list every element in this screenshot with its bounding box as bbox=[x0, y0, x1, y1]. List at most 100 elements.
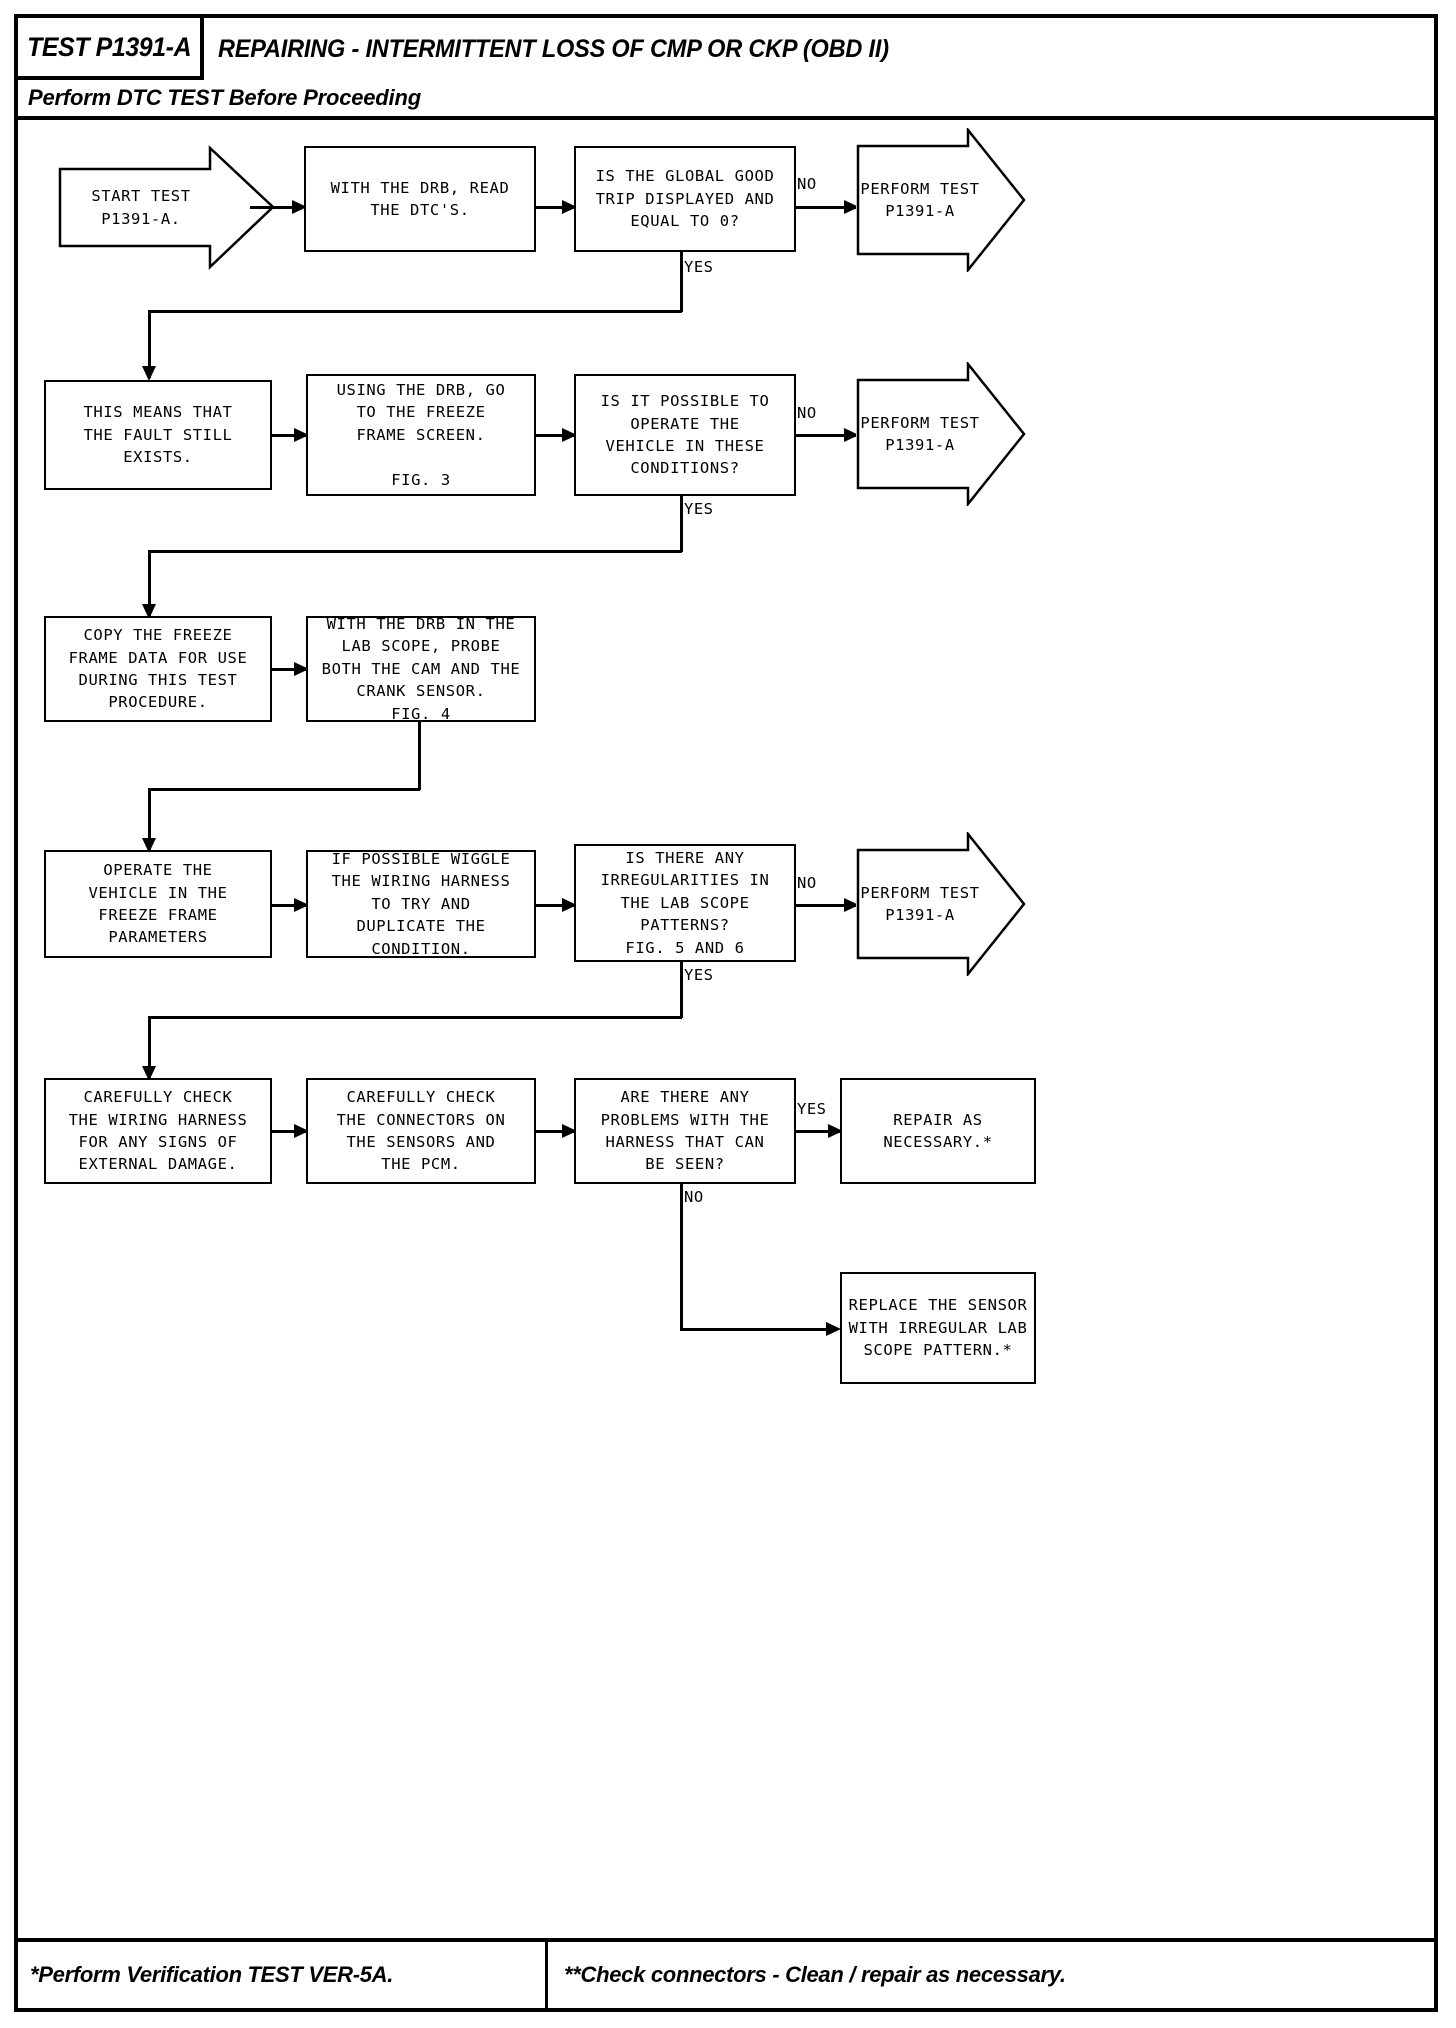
node-perform-test-2-label: PERFORM TEST P1391-A bbox=[860, 413, 980, 454]
header: TEST P1391-A REPAIRING - INTERMITTENT LO… bbox=[18, 18, 1434, 84]
footer-right-note: **Check connectors - Clean / repair as n… bbox=[564, 1962, 1066, 1987]
node-perform-test-3[interactable]: PERFORM TEST P1391-A bbox=[856, 832, 1026, 976]
node-fault-still-exists-label: THIS MEANS THAT THE FAULT STILL EXISTS. bbox=[83, 403, 233, 467]
connector-freeze-to-q2 bbox=[536, 434, 574, 437]
node-question-irregularities-label: IS THERE ANY IRREGULARITIES IN THE LAB S… bbox=[600, 848, 770, 957]
node-perform-test-1[interactable]: PERFORM TEST P1391-A bbox=[856, 128, 1026, 272]
connector-q4-no-v bbox=[680, 1184, 683, 1330]
node-question-irregularities[interactable]: IS THERE ANY IRREGULARITIES IN THE LAB S… bbox=[574, 844, 796, 962]
arrowhead-q4-no bbox=[826, 1322, 841, 1336]
connector-harness-to-connectors bbox=[272, 1130, 306, 1133]
node-probe-sensors-label: WITH THE DRB IN THE LAB SCOPE, PROBE BOT… bbox=[321, 614, 521, 723]
node-replace-sensor[interactable]: REPLACE THE SENSOR WITH IRREGULAR LAB SC… bbox=[840, 1272, 1036, 1384]
arrowhead-q4-yes bbox=[828, 1124, 843, 1138]
subheader: Perform DTC TEST Before Proceeding bbox=[18, 80, 1434, 120]
node-question-harness-problems[interactable]: ARE THERE ANY PROBLEMS WITH THE HARNESS … bbox=[574, 1078, 796, 1184]
edge-label-yes-1: YES bbox=[684, 258, 714, 276]
node-perform-test-2[interactable]: PERFORM TEST P1391-A bbox=[856, 362, 1026, 506]
arrowhead-q3-yes bbox=[142, 1066, 156, 1081]
edge-label-no-2: NO bbox=[797, 404, 817, 422]
node-perform-test-1-label: PERFORM TEST P1391-A bbox=[860, 179, 980, 220]
connector-read-to-q1 bbox=[536, 206, 574, 209]
node-perform-test-3-label: PERFORM TEST P1391-A bbox=[860, 883, 980, 924]
connector-operate-to-wiggle bbox=[272, 904, 306, 907]
connector-q1-yes-h bbox=[148, 310, 682, 313]
connector-probe-down bbox=[418, 722, 421, 790]
node-copy-freeze-data-label: COPY THE FREEZE FRAME DATA FOR USE DURIN… bbox=[68, 626, 248, 712]
node-start-label: START TEST P1391-A. bbox=[91, 187, 191, 228]
connector-q3-yes-h bbox=[148, 1016, 682, 1019]
pentagon-shape bbox=[856, 362, 1026, 506]
node-start[interactable]: START TEST P1391-A. bbox=[58, 145, 276, 270]
arrowhead-connectors-to-q4 bbox=[562, 1124, 577, 1138]
node-fault-still-exists[interactable]: THIS MEANS THAT THE FAULT STILL EXISTS. bbox=[44, 380, 272, 490]
node-freeze-frame-screen-label: USING THE DRB, GO TO THE FREEZE FRAME SC… bbox=[336, 380, 506, 489]
connector-q3-no bbox=[796, 904, 856, 907]
edge-label-yes-2: YES bbox=[684, 500, 714, 518]
node-wiggle-harness[interactable]: IF POSSIBLE WIGGLE THE WIRING HARNESS TO… bbox=[306, 850, 536, 958]
connector-q2-yes-v1 bbox=[680, 496, 683, 552]
node-question-operate-vehicle[interactable]: IS IT POSSIBLE TO OPERATE THE VEHICLE IN… bbox=[574, 374, 796, 496]
arrowhead-q2-no bbox=[844, 428, 859, 442]
edge-label-no-4: NO bbox=[684, 1188, 704, 1206]
node-check-harness[interactable]: CAREFULLY CHECK THE WIRING HARNESS FOR A… bbox=[44, 1078, 272, 1184]
node-read-dtcs-label: WITH THE DRB, READ THE DTC'S. bbox=[330, 178, 510, 219]
node-operate-vehicle-label: OPERATE THE VEHICLE IN THE FREEZE FRAME … bbox=[88, 861, 228, 947]
arrowhead-q1-no bbox=[844, 200, 859, 214]
arrowhead-read-to-q1 bbox=[562, 200, 577, 214]
connector-start-to-read bbox=[250, 206, 302, 209]
footer-left-note: *Perform Verification TEST VER-5A. bbox=[30, 1962, 394, 1987]
connector-q1-yes-v2 bbox=[148, 310, 151, 378]
arrowhead-freeze-to-q2 bbox=[562, 428, 577, 442]
node-check-connectors-label: CAREFULLY CHECK THE CONNECTORS ON THE SE… bbox=[336, 1088, 506, 1174]
connector-fault-to-freeze bbox=[272, 434, 306, 437]
connector-probe-left bbox=[148, 788, 420, 791]
connector-copy-to-probe bbox=[272, 668, 306, 671]
edge-label-yes-3: YES bbox=[684, 966, 714, 984]
connector-q2-yes-h bbox=[148, 550, 682, 553]
node-question-operate-vehicle-label: IS IT POSSIBLE TO OPERATE THE VEHICLE IN… bbox=[600, 392, 770, 478]
connector-q1-no bbox=[796, 206, 856, 209]
edge-label-no-1: NO bbox=[797, 175, 817, 193]
node-repair-as-necessary-label: REPAIR AS NECESSARY.* bbox=[883, 1110, 993, 1151]
node-probe-sensors[interactable]: WITH THE DRB IN THE LAB SCOPE, PROBE BOT… bbox=[306, 614, 536, 723]
connector-q3-yes-v1 bbox=[680, 962, 683, 1018]
test-id-label: TEST P1391-A bbox=[26, 31, 192, 62]
node-check-harness-label: CAREFULLY CHECK THE WIRING HARNESS FOR A… bbox=[68, 1088, 248, 1174]
connector-q2-no bbox=[796, 434, 856, 437]
node-repair-as-necessary[interactable]: REPAIR AS NECESSARY.* bbox=[840, 1078, 1036, 1184]
node-wiggle-harness-label: IF POSSIBLE WIGGLE THE WIRING HARNESS TO… bbox=[331, 849, 511, 958]
connector-connectors-to-q4 bbox=[536, 1130, 574, 1133]
connector-probe-to-operate-v bbox=[148, 788, 151, 850]
test-id-box: TEST P1391-A bbox=[18, 18, 204, 80]
footer-left-cell: *Perform Verification TEST VER-5A. bbox=[18, 1942, 548, 2008]
pentagon-shape bbox=[58, 145, 276, 270]
arrowhead-fault-to-freeze bbox=[294, 428, 309, 442]
connector-q4-yes bbox=[796, 1130, 840, 1133]
node-operate-vehicle[interactable]: OPERATE THE VEHICLE IN THE FREEZE FRAME … bbox=[44, 850, 272, 958]
page-title: REPAIRING - INTERMITTENT LOSS OF CMP OR … bbox=[218, 34, 889, 63]
node-question-global-good-trip[interactable]: IS THE GLOBAL GOOD TRIP DISPLAYED AND EQ… bbox=[574, 146, 796, 252]
header-title: REPAIRING - INTERMITTENT LOSS OF CMP OR … bbox=[218, 18, 932, 80]
node-copy-freeze-data[interactable]: COPY THE FREEZE FRAME DATA FOR USE DURIN… bbox=[44, 616, 272, 722]
arrowhead-q1-yes bbox=[142, 366, 156, 381]
node-replace-sensor-label: REPLACE THE SENSOR WITH IRREGULAR LAB SC… bbox=[848, 1296, 1028, 1360]
arrowhead-probe-to-operate bbox=[142, 838, 156, 853]
node-question-global-good-trip-label: IS THE GLOBAL GOOD TRIP DISPLAYED AND EQ… bbox=[595, 167, 775, 231]
arrowhead-q3-no bbox=[844, 898, 859, 912]
page-border bbox=[14, 14, 1438, 2012]
node-question-harness-problems-label: ARE THERE ANY PROBLEMS WITH THE HARNESS … bbox=[600, 1088, 770, 1174]
arrowhead-harness-to-connectors bbox=[294, 1124, 309, 1138]
connector-q2-yes-v2 bbox=[148, 550, 151, 616]
node-read-dtcs[interactable]: WITH THE DRB, READ THE DTC'S. bbox=[304, 146, 536, 252]
arrowhead-start-to-read bbox=[292, 200, 307, 214]
node-check-connectors[interactable]: CAREFULLY CHECK THE CONNECTORS ON THE SE… bbox=[306, 1078, 536, 1184]
connector-q4-no-h bbox=[680, 1328, 828, 1331]
node-freeze-frame-screen[interactable]: USING THE DRB, GO TO THE FREEZE FRAME SC… bbox=[306, 374, 536, 496]
footer: *Perform Verification TEST VER-5A. **Che… bbox=[18, 1938, 1434, 2008]
connector-q1-yes-v1 bbox=[680, 252, 683, 312]
connector-wiggle-to-q3 bbox=[536, 904, 574, 907]
arrowhead-operate-to-wiggle bbox=[294, 898, 309, 912]
arrowhead-wiggle-to-q3 bbox=[562, 898, 577, 912]
